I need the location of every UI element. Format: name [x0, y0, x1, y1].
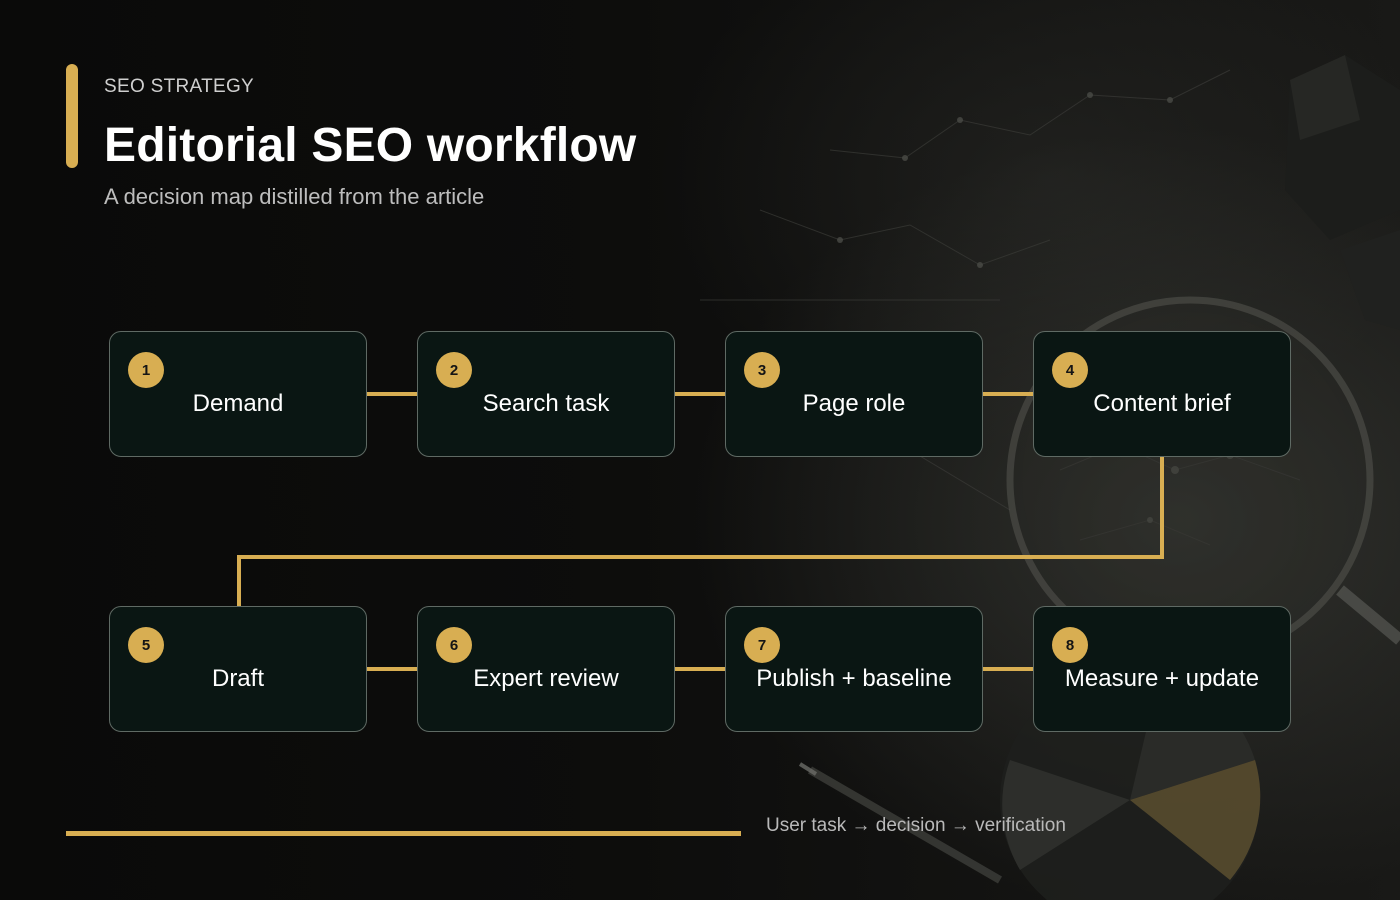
- step-number-badge: 8: [1052, 627, 1088, 663]
- step-number-badge: 3: [744, 352, 780, 388]
- step-number-badge: 7: [744, 627, 780, 663]
- step-label: Draft: [211, 665, 264, 692]
- step-number-badge: 5: [128, 627, 164, 663]
- step-number-badge: 2: [436, 352, 472, 388]
- step-label: Content brief: [1093, 390, 1231, 417]
- section-eyebrow: SEO STRATEGY: [104, 76, 254, 97]
- step-label: Demand: [192, 390, 284, 417]
- step-number-badge: 6: [436, 627, 472, 663]
- header-accent-bar: [66, 64, 78, 168]
- workflow-step-demand: 1 Demand: [109, 331, 367, 457]
- workflow-step-content-brief: 4 Content brief: [1033, 331, 1291, 457]
- connector-4-5: [237, 457, 1164, 606]
- step-label: Expert review: [473, 665, 619, 692]
- step-label: Page role: [802, 390, 906, 417]
- step-label: Search task: [482, 390, 610, 417]
- workflow-step-expert-review: 6 Expert review: [417, 606, 675, 732]
- step-label: Measure + update: [1064, 665, 1260, 692]
- workflow-step-draft: 5 Draft: [109, 606, 367, 732]
- footer-rule: [66, 831, 741, 836]
- page-title: Editorial SEO workflow: [104, 119, 637, 172]
- workflow-step-page-role: 3 Page role: [725, 331, 983, 457]
- step-number-badge: 4: [1052, 352, 1088, 388]
- workflow-step-publish-baseline: 7 Publish + baseline: [725, 606, 983, 732]
- footer-note: User task → decision → verification: [766, 815, 1066, 836]
- workflow-step-measure-update: 8 Measure + update: [1033, 606, 1291, 732]
- workflow-step-search-task: 2 Search task: [417, 331, 675, 457]
- page-subtitle: A decision map distilled from the articl…: [104, 184, 485, 209]
- step-label: Publish + baseline: [756, 665, 952, 692]
- step-number-badge: 1: [128, 352, 164, 388]
